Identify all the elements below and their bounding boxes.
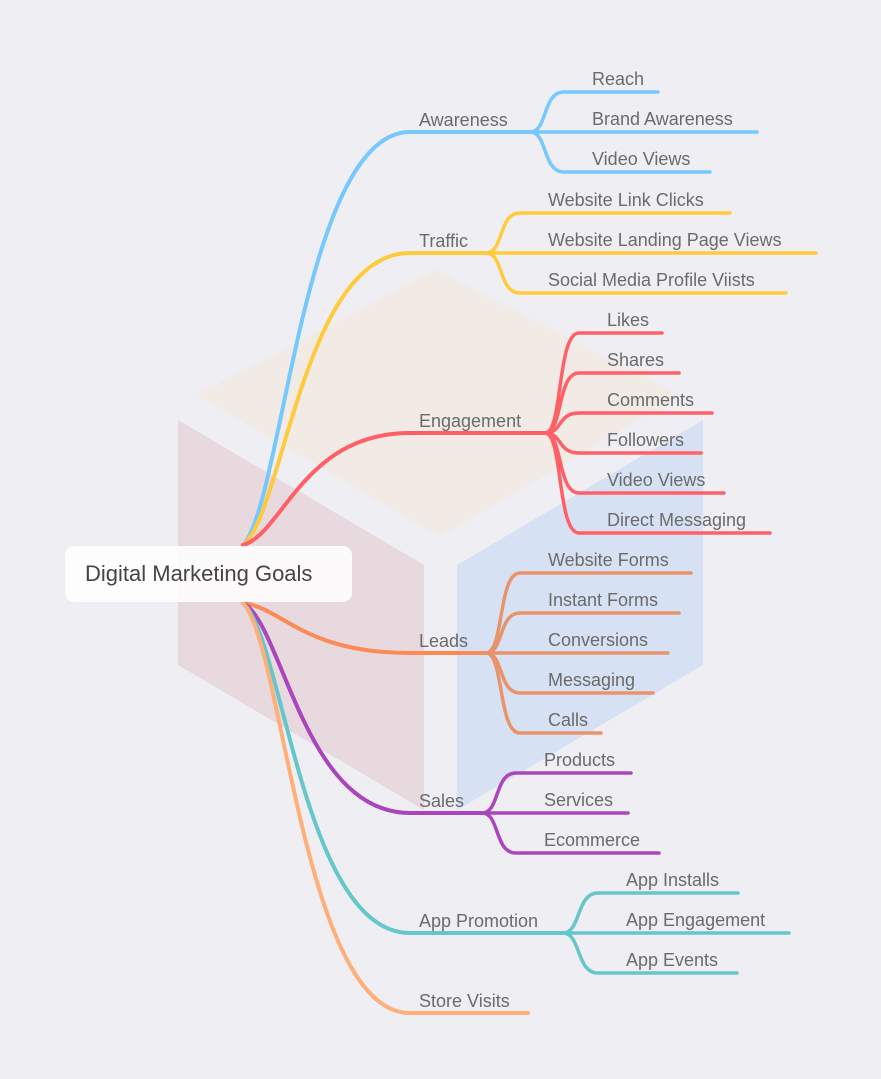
child-label[interactable]: Messaging	[548, 670, 635, 690]
child-label[interactable]: Website Forms	[548, 550, 669, 570]
child-label[interactable]: Ecommerce	[544, 830, 640, 850]
branch-edge-1	[241, 251, 488, 547]
background-hex-right	[457, 420, 703, 810]
background-hex-top	[197, 270, 680, 537]
child-label[interactable]: Services	[544, 790, 613, 810]
child-label[interactable]: Video Views	[607, 470, 705, 490]
child-label[interactable]: Comments	[607, 390, 694, 410]
child-edge	[528, 130, 712, 174]
branch-edge-3	[241, 601, 488, 655]
child-edge	[543, 431, 772, 535]
child-label[interactable]: Followers	[607, 430, 684, 450]
child-label[interactable]: Direct Messaging	[607, 510, 746, 530]
child-label[interactable]: Brand Awareness	[592, 109, 733, 129]
branch-label[interactable]: Traffic	[419, 231, 468, 251]
child-label[interactable]: Reach	[592, 69, 644, 89]
child-label[interactable]: App Events	[626, 950, 718, 970]
child-label[interactable]: Video Views	[592, 149, 690, 169]
root-node[interactable]: Digital Marketing Goals	[65, 546, 352, 602]
child-label[interactable]: Calls	[548, 710, 588, 730]
child-edge	[484, 251, 788, 295]
child-label[interactable]: Likes	[607, 310, 649, 330]
child-label[interactable]: Shares	[607, 350, 664, 370]
background-hex-left	[178, 420, 424, 810]
branch-edge-4	[241, 601, 484, 815]
child-label[interactable]: Website Link Clicks	[548, 190, 704, 210]
child-label[interactable]: App Installs	[626, 870, 719, 890]
branch-edge-5	[241, 601, 565, 935]
branch-edge-0	[241, 130, 532, 547]
child-label[interactable]: Products	[544, 750, 615, 770]
branch-label[interactable]: Engagement	[419, 411, 521, 431]
child-edge	[480, 811, 661, 855]
root-label: Digital Marketing Goals	[85, 561, 313, 586]
child-label[interactable]: Conversions	[548, 630, 648, 650]
branch-label[interactable]: Leads	[419, 631, 468, 651]
child-edge	[543, 371, 681, 435]
child-edge	[561, 931, 739, 975]
branch-label[interactable]: Sales	[419, 791, 464, 811]
branch-edge-2	[241, 431, 547, 547]
child-label[interactable]: Instant Forms	[548, 590, 658, 610]
child-label[interactable]: App Engagement	[626, 910, 765, 930]
branch-label[interactable]: App Promotion	[419, 911, 538, 931]
child-label[interactable]: Website Landing Page Views	[548, 230, 782, 250]
branch-label[interactable]: Store Visits	[419, 991, 510, 1011]
child-label[interactable]: Social Media Profile Viists	[548, 270, 755, 290]
branch-edge-6	[241, 601, 530, 1015]
branch-label[interactable]: Awareness	[419, 110, 508, 130]
child-edge	[484, 651, 603, 735]
